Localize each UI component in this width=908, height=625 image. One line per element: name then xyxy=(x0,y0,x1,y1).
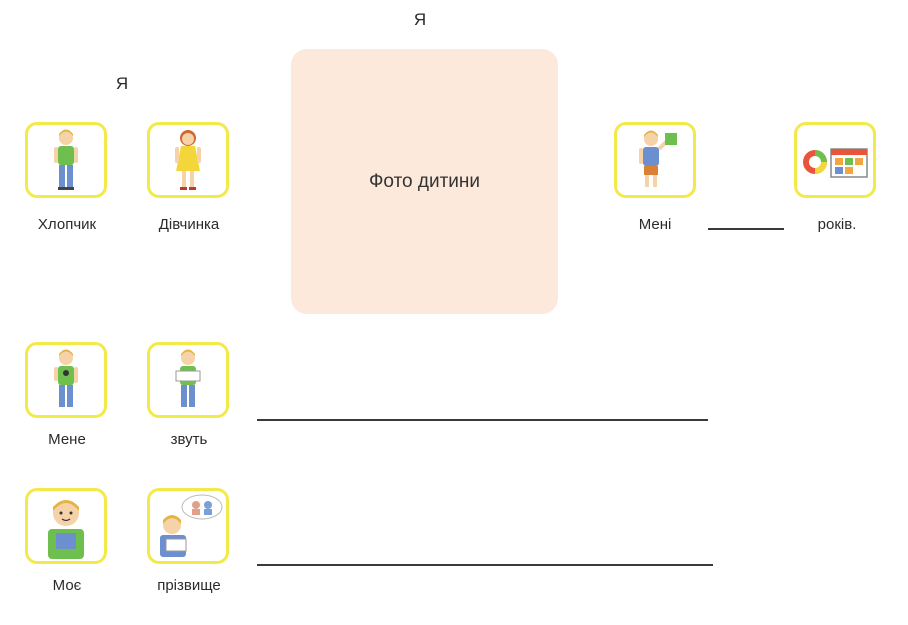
child-photo-placeholder[interactable]: Фото дитини xyxy=(291,49,558,314)
boy-thinking-family-icon xyxy=(160,494,223,557)
me-acc-label: Мене xyxy=(48,431,86,448)
boy-holding-book-icon xyxy=(48,500,84,559)
years-label: років. xyxy=(817,216,857,233)
called-label: звуть xyxy=(170,431,208,448)
age-answer-line[interactable] xyxy=(708,228,784,230)
me-dative-label: Мені xyxy=(638,216,672,233)
surname-card[interactable] xyxy=(147,488,229,564)
surname-answer-line[interactable] xyxy=(257,564,713,566)
called-card[interactable] xyxy=(147,342,229,418)
girl-label: Дівчинка xyxy=(158,216,220,233)
boy-showing-number-icon xyxy=(639,130,677,187)
boy-icon xyxy=(54,129,78,190)
boy-card[interactable] xyxy=(25,122,107,198)
boy-label: Хлопчик xyxy=(37,216,97,233)
me-dative-card[interactable] xyxy=(614,122,696,198)
girl-icon xyxy=(175,130,201,190)
years-card[interactable] xyxy=(794,122,876,198)
me-acc-card[interactable] xyxy=(25,342,107,418)
section-title: Я xyxy=(115,74,129,93)
my-label: Моє xyxy=(52,577,82,594)
boy-pointing-self-icon xyxy=(54,349,78,407)
boy-holding-sign-icon xyxy=(175,349,201,407)
surname-label: прізвище xyxy=(157,577,221,594)
name-answer-line[interactable] xyxy=(257,419,708,421)
my-card[interactable] xyxy=(25,488,107,564)
photo-label: Фото дитини xyxy=(368,170,481,192)
girl-card[interactable] xyxy=(147,122,229,198)
page-title: Я xyxy=(413,10,427,29)
calendar-clock-icon xyxy=(803,148,868,178)
